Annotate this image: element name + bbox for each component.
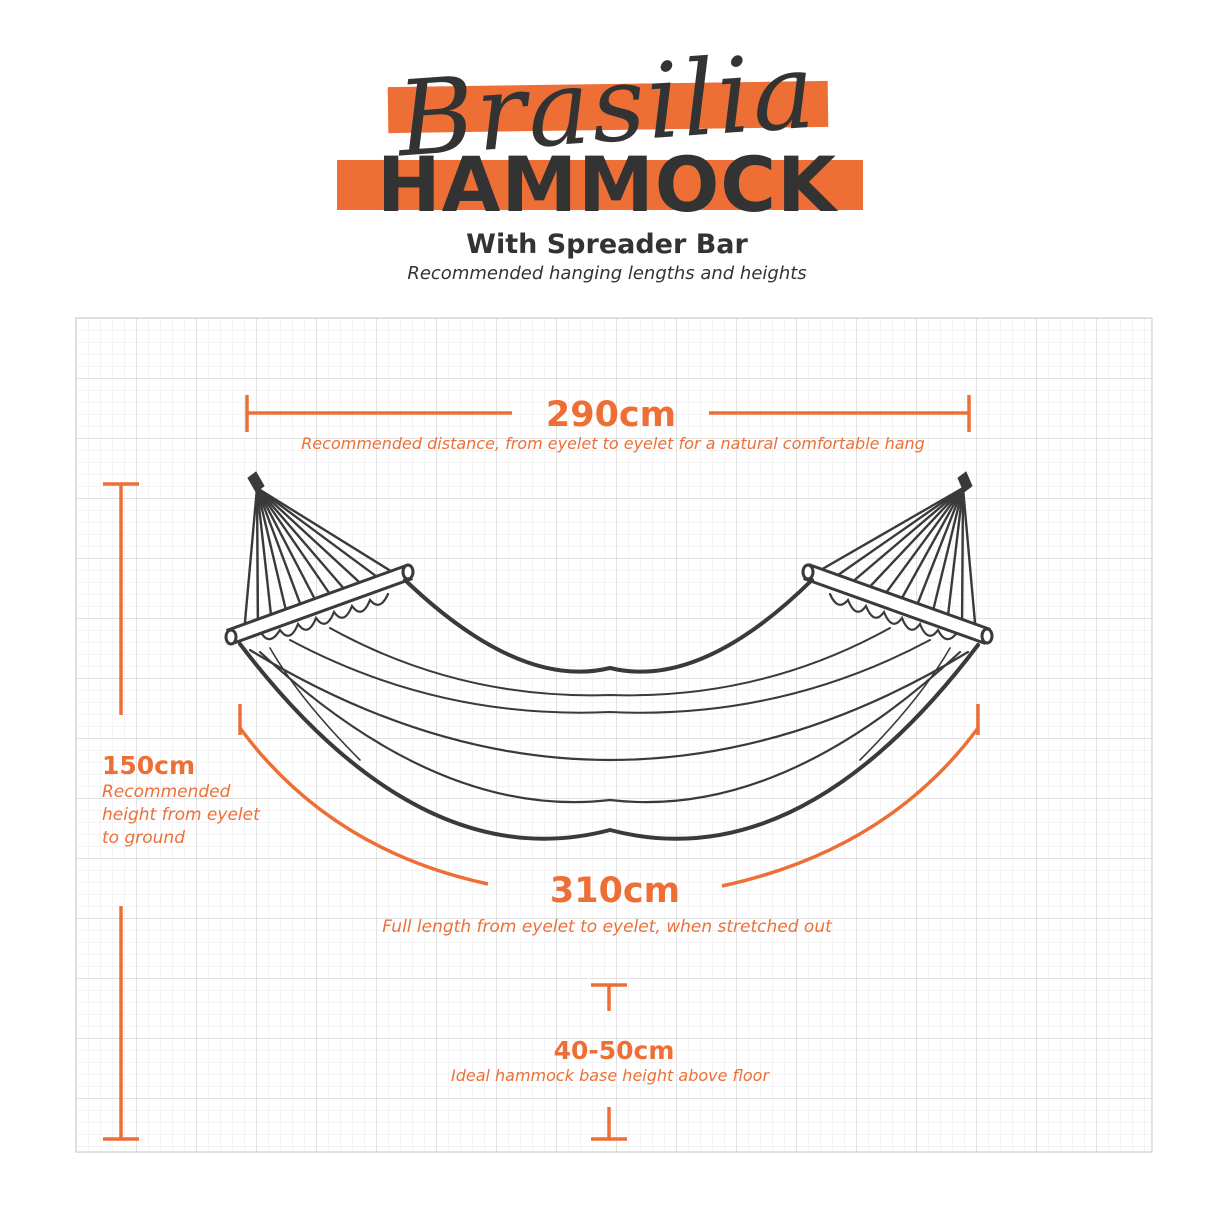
height-description: Recommended height from eyelet to ground	[102, 782, 260, 848]
subtitle: With Spreader Bar	[466, 229, 748, 260]
hammock-bed	[238, 578, 980, 841]
left-eyelet	[247, 471, 265, 493]
base-description: Ideal hammock base height above floor	[451, 1066, 770, 1085]
base-value: 40-50cm	[554, 1036, 675, 1065]
hammock-illustration	[224, 471, 994, 841]
right-ropes	[810, 486, 978, 636]
length-arc	[238, 704, 980, 888]
width-description: Recommended distance, from eyelet to eye…	[301, 434, 925, 453]
title-stripe-bottom	[337, 160, 863, 210]
left-ropes	[242, 486, 404, 635]
length-description: Full length from eyelet to eyelet, when …	[382, 917, 833, 937]
width-dimension-line	[245, 395, 971, 432]
height-dimension-line	[103, 482, 139, 1141]
main-title: HAMMOCK	[377, 140, 837, 229]
right-spreader-bar	[801, 563, 994, 645]
length-value: 310cm	[550, 871, 680, 911]
base-height-marker	[591, 983, 627, 1141]
caption: Recommended hanging lengths and heights	[407, 263, 807, 284]
title-block: Brasilia HAMMOCK With Spreader Bar Recom…	[0, 0, 1214, 300]
left-spreader-bar	[224, 563, 415, 646]
width-value: 290cm	[546, 395, 676, 435]
height-value: 150cm	[102, 751, 195, 780]
